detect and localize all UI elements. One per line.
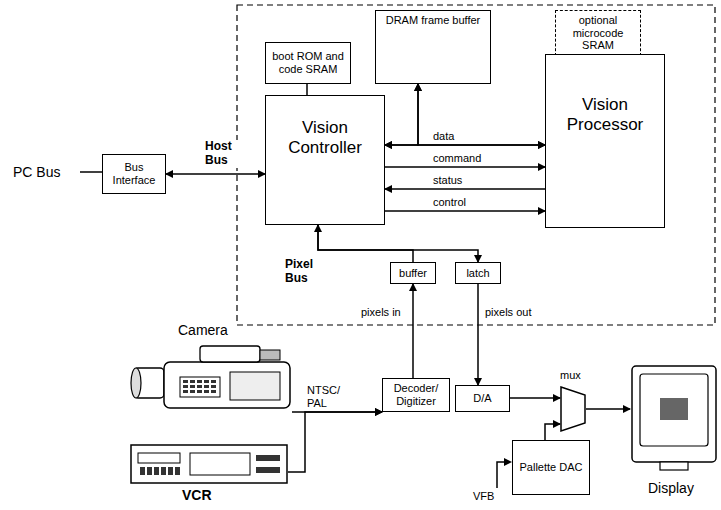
process-box: boot ROM and code SRAM [265, 42, 351, 84]
text-label: PC Bus [12, 164, 61, 180]
process-box: optional microcode SRAM [555, 10, 641, 56]
cam-drawing [130, 322, 292, 429]
connector [545, 424, 560, 440]
edge-label: control [432, 196, 467, 209]
process-box: Vision Processor [545, 54, 665, 228]
text-label: VFB [472, 490, 495, 503]
connector [166, 173, 265, 175]
pc-bus-wire [80, 171, 102, 173]
connector [412, 284, 414, 378]
connector [385, 166, 545, 168]
node-text: Vision Controller [270, 118, 380, 157]
board-outline [237, 5, 715, 325]
process-box: Pallette DAC [512, 440, 590, 495]
mux-figure: mux [560, 386, 586, 432]
node-text: D/A [473, 392, 491, 405]
node-text: Bus Interface [107, 161, 161, 186]
edge-label: command [432, 152, 482, 165]
connector [586, 408, 630, 410]
process-box: D/A [455, 385, 510, 412]
edge-label: pixels out [484, 306, 532, 319]
process-box: DRAM frame buffer [375, 10, 491, 84]
node-text: Vision Processor [550, 95, 660, 134]
edge-label: pixels in [360, 306, 402, 319]
node-text: optional microcode SRAM [560, 14, 636, 52]
vfb-wire [497, 462, 506, 488]
connector [385, 210, 545, 212]
vcr-figure: VCR [130, 443, 288, 505]
node-text: VCR [182, 487, 212, 503]
node-text: Decoder/ Digitizer [387, 382, 445, 407]
connector [477, 284, 479, 385]
cam-figure: Camera [130, 322, 292, 429]
connector [510, 397, 560, 399]
process-box: Decoder/ Digitizer [382, 378, 450, 412]
connector [288, 412, 382, 472]
edge-label: Host Bus [204, 140, 246, 168]
connector [385, 188, 545, 190]
process-box: buffer [390, 262, 436, 284]
process-box: latch [455, 262, 501, 284]
node-text: buffer [399, 267, 427, 280]
text-label: Pixel Bus [284, 258, 326, 286]
process-box: Bus Interface [102, 154, 166, 194]
edge-label: status [432, 174, 463, 187]
connector [318, 225, 413, 262]
node-text: mux [560, 369, 581, 382]
node-text: Display [648, 480, 694, 496]
node-text: boot ROM and code SRAM [270, 50, 346, 75]
node-text: Pallette DAC [520, 461, 583, 474]
connector [385, 84, 418, 145]
mux-drawing [560, 386, 586, 432]
node-text: latch [466, 267, 489, 280]
disp-figure: Display [630, 362, 718, 505]
vfb-arrowhead [504, 458, 512, 466]
node-text: DRAM frame buffer [386, 14, 481, 27]
connector [306, 84, 308, 95]
process-box: Vision Controller [265, 95, 385, 225]
connector [418, 84, 545, 145]
connector [318, 225, 478, 262]
edge-label: NTSC/ PAL [306, 384, 348, 409]
node-text: Camera [178, 322, 228, 338]
edge-label: data [432, 130, 455, 143]
